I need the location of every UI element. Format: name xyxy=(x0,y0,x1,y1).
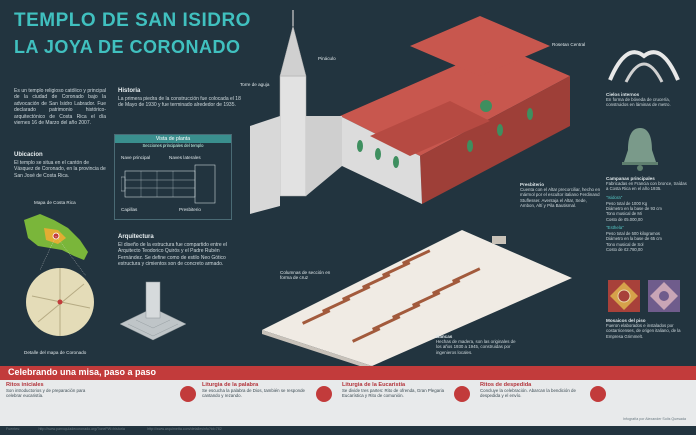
person-leaving-icon xyxy=(590,386,606,402)
mosaic-tiles xyxy=(608,280,680,312)
plan-capillas: Capillas xyxy=(121,207,138,212)
label-torre: Torre de aguja xyxy=(240,82,270,87)
cielos-text: En forma de bóveda de crucería, construi… xyxy=(606,97,671,108)
step-4: Ritos de despedida Concluye la celebraci… xyxy=(480,382,584,399)
interior-floor-illustration xyxy=(262,230,572,368)
plan-view: Vista de planta Secciones principales de… xyxy=(114,134,232,220)
bell1-line: Diámetro en la base de 93 cm xyxy=(606,206,662,212)
zoom-line xyxy=(55,235,87,277)
bell-icon xyxy=(622,128,658,171)
person-praying-icon xyxy=(454,386,470,402)
plan-heading: Vista de planta xyxy=(115,135,231,143)
floor-plan-drawing xyxy=(121,164,216,204)
bell2-line: Peso total de 500 kilogramos xyxy=(606,231,661,237)
footer-source-link[interactable]: http://www.arquimetta.com/detallesinfo?i… xyxy=(147,427,222,431)
bancas-heading: Bancas xyxy=(436,334,453,339)
misa-banner: Celebrando una misa, paso a paso xyxy=(0,366,696,380)
church-illustration xyxy=(250,10,570,214)
vault-illustration xyxy=(608,50,680,83)
presbiterio-heading: Presbiterio xyxy=(520,182,544,187)
bell1-line: Tono musical de Mi xyxy=(606,211,642,217)
page-subtitle: LA JOYA DE CORONADO xyxy=(14,37,241,57)
page-title: TEMPLO DE SAN ISIDRO xyxy=(14,10,251,31)
footer: Fuentes: http://www.parroquiadecoronado.… xyxy=(6,417,690,435)
label-rosetan: Rosetan Central xyxy=(552,42,586,47)
step-text: Concluye la celebración. Abarcan la bend… xyxy=(480,388,576,399)
bancas-text: Hechas de madera, son las originales de … xyxy=(436,339,516,355)
step-3: Liturgia de la Eucaristía Se divide tres… xyxy=(342,382,446,399)
label-pinaculo: Pináculo xyxy=(318,56,336,61)
bell2-line: Costo de ¢2.780,00 xyxy=(606,246,643,252)
footer-sources-label: Fuentes: xyxy=(6,427,20,431)
campanas-text: Fabricadas en Francia con bronce, traída… xyxy=(606,181,687,192)
bell2-line: Tono musical de Sol xyxy=(606,241,644,247)
step-title: Liturgia de la palabra xyxy=(202,382,259,388)
map-detail-label: Detalle del mapa de Coronado xyxy=(24,350,87,355)
cielos-heading: Cielos internos xyxy=(606,92,640,97)
foundation-illustration xyxy=(119,281,187,341)
bell2-name: "Esthela" xyxy=(606,224,624,230)
bell1-line: Peso total de 1000 Kg xyxy=(606,201,648,206)
zoom-line xyxy=(39,235,57,271)
plan-nave-principal: Nave principal xyxy=(121,155,151,160)
step-text: Son introductorios y de preparación para… xyxy=(6,388,86,399)
arquitectura-heading: Arquitectura xyxy=(118,234,154,240)
plan-presbiterio: Presbiterio xyxy=(179,207,201,212)
step-title: Ritos de despedida xyxy=(480,382,532,388)
step-title: Liturgia de la Eucaristía xyxy=(342,382,406,388)
cielos-section: Cielos internos En forma de bóveda de cr… xyxy=(606,92,686,108)
mosaicos-section: Mosaicos del piso Fueron elaborados e in… xyxy=(606,318,690,339)
ubicacion-text: El templo se situa en el cantón de Vásqu… xyxy=(14,160,106,179)
historia-heading: Historia xyxy=(118,88,141,94)
step-title: Ritos iniciales xyxy=(6,382,44,388)
campanas-section: Campanas principales Fabricadas en Franc… xyxy=(606,176,690,252)
campanas-heading: Campanas principales xyxy=(606,176,655,181)
arquitectura-text: El diseño de la estructura fue compartid… xyxy=(118,242,227,268)
arquitectura-section: Arquitectura El diseño de la estructura … xyxy=(118,234,246,268)
detail-marker xyxy=(57,299,63,305)
plan-subheading: Secciones principales del templo xyxy=(142,143,204,148)
ubicacion-section: Ubicacion El templo se situa en el cantó… xyxy=(14,152,106,179)
historia-text: La primera piedra de la construcción fue… xyxy=(118,96,241,109)
intro-text: Es un templo religioso católico y princi… xyxy=(14,88,106,127)
footer-credit: Infografía por Alexander Solís Quesada xyxy=(623,417,686,421)
person-kneeling-icon xyxy=(316,386,332,402)
label-columnas: Columnas de sección en forma de cruz xyxy=(280,270,331,280)
misa-banner-title: Celebrando una misa, paso a paso xyxy=(8,367,157,377)
step-1: Ritos iniciales Son introductorios y de … xyxy=(6,382,102,399)
step-text: Se divide tres partes: Rito de ofrenda, … xyxy=(342,388,445,399)
ubicacion-heading: Ubicacion xyxy=(14,152,43,158)
presbiterio-text: Cuenta con el Altar precorciliar, hecho … xyxy=(520,187,601,209)
bell2-line: Diámetro en la base de 65 cm xyxy=(606,236,662,242)
step-text: Se escucha la palabra de Dios, también s… xyxy=(202,388,305,399)
bancas-section: Bancas Hechas de madera, son las origina… xyxy=(436,334,522,355)
plan-naves-laterales: Naves laterales xyxy=(169,155,201,160)
person-standing-icon xyxy=(180,386,196,402)
presbiterio-section: Presbiterio Cuenta con el Altar precorci… xyxy=(520,182,602,209)
mosaicos-heading: Mosaicos del piso xyxy=(606,318,646,323)
bell1-line: Costo de ¢5.000,00 xyxy=(606,216,643,222)
bell1-name: "Isidora" xyxy=(606,194,623,200)
map-label: Mapa de Costa Rica xyxy=(34,200,76,205)
mosaicos-text: Fueron elaborados e instalados por costa… xyxy=(606,323,681,339)
step-2: Liturgia de la palabra Se escucha la pal… xyxy=(202,382,306,399)
historia-section: Historia La primera piedra de la constru… xyxy=(118,88,244,109)
costa-rica-map xyxy=(24,214,94,336)
misa-steps: Ritos iniciales Son introductorios y de … xyxy=(0,380,696,431)
footer-source-link[interactable]: http://www.parroquiadecoronado.org/?oneP… xyxy=(38,427,125,431)
